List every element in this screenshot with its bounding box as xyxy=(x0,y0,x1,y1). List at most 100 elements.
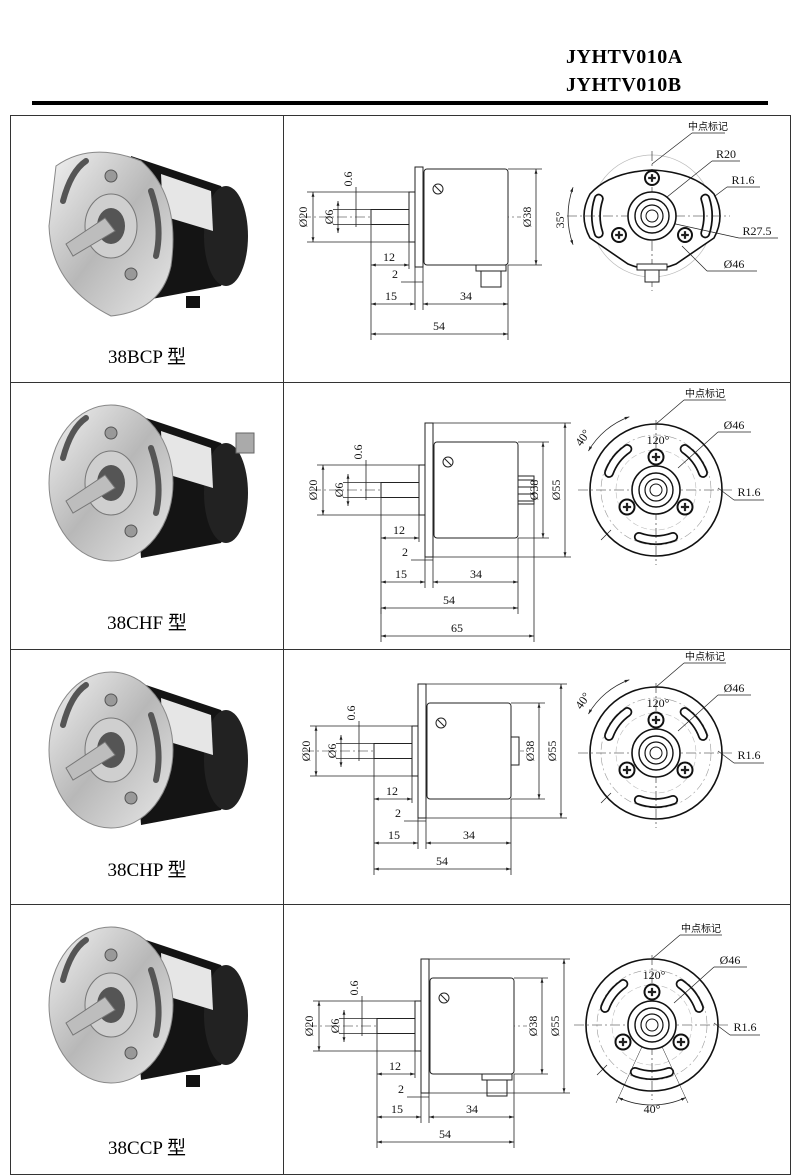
dimension-label: Ø55 xyxy=(549,480,563,501)
dimension-label: Ø46 xyxy=(724,418,745,432)
dimension-label: 2 xyxy=(392,267,398,281)
dimension-label: Ø20 xyxy=(302,1016,316,1037)
product-photo-cell: 38CHP 型 xyxy=(10,649,284,905)
leader-line xyxy=(651,934,681,960)
connector-pins xyxy=(486,1079,508,1097)
label-sticker xyxy=(161,174,213,231)
dimension-label: 120° xyxy=(643,968,666,982)
dimension-label: 34 xyxy=(466,1102,478,1116)
dimension-label: 12 xyxy=(393,523,405,537)
leader-line xyxy=(600,529,612,541)
dimension-label: 2 xyxy=(402,545,408,559)
shaft-end xyxy=(645,209,659,223)
connector xyxy=(186,1075,200,1087)
angle-arc xyxy=(618,1097,686,1106)
connector xyxy=(475,264,507,272)
body-end xyxy=(204,443,248,543)
dimension-label: Ø6 xyxy=(325,744,339,759)
flange xyxy=(420,958,430,1094)
label-sticker xyxy=(161,431,213,488)
body-end xyxy=(204,710,248,810)
encoder-photo xyxy=(48,404,255,562)
body-end xyxy=(204,186,248,286)
encoder-body xyxy=(433,441,519,539)
product-photo-cell: 38BCP 型 xyxy=(10,115,284,383)
connector-pins xyxy=(644,269,660,283)
cable-gland xyxy=(517,475,535,505)
screw-icon xyxy=(124,524,138,538)
dimension-label: 0.6 xyxy=(344,706,358,721)
screw-slot xyxy=(444,458,452,466)
encoder-body xyxy=(426,702,512,800)
screw-icon xyxy=(104,948,118,962)
dimension-label: Ø38 xyxy=(520,207,534,228)
dimension-label: Ø46 xyxy=(720,953,741,967)
product-photo-cell: 38CHF 型 xyxy=(10,382,284,650)
connector xyxy=(510,736,520,766)
mounting-slot xyxy=(60,682,89,728)
dimension-label: 0.6 xyxy=(347,981,361,996)
shaft xyxy=(370,209,410,225)
dimension-label: R1.6 xyxy=(737,748,760,762)
dimension-label: 120° xyxy=(647,433,670,447)
encoder-photo xyxy=(48,151,248,317)
dimension-label: 65 xyxy=(451,621,463,635)
screw-slot xyxy=(440,994,448,1002)
header-rule xyxy=(32,101,768,105)
dimension-label: 15 xyxy=(391,1102,403,1116)
screw-icon xyxy=(104,693,118,707)
dimension-label: 40° xyxy=(572,690,593,712)
leader-line xyxy=(600,792,612,804)
dimension-label: 34 xyxy=(470,567,482,581)
dimension-label: 12 xyxy=(386,784,398,798)
shaft-end xyxy=(649,746,663,760)
leader-line xyxy=(717,750,735,764)
body-end xyxy=(204,965,248,1065)
connector xyxy=(636,263,668,271)
mounting-slot-inner xyxy=(601,980,627,1012)
leader-line xyxy=(681,245,708,272)
screw-icon xyxy=(124,1046,138,1060)
screw-slot xyxy=(437,719,445,727)
product-name: 38CHP 型 xyxy=(107,860,187,881)
mounting-slot-inner xyxy=(592,195,602,237)
flange xyxy=(417,683,427,819)
product-name: 38CCP 型 xyxy=(108,1138,186,1159)
dimension-label: 2 xyxy=(395,806,401,820)
dimension-label: Ø6 xyxy=(332,483,346,498)
mounting-slot xyxy=(60,937,89,983)
dimension-label: 54 xyxy=(443,593,455,607)
connector-pins xyxy=(480,270,502,288)
mounting-slot-inner xyxy=(681,445,707,477)
dimension-label: 15 xyxy=(385,289,397,303)
dimension-label: 34 xyxy=(463,828,475,842)
dimension-label: 15 xyxy=(388,828,400,842)
shaft xyxy=(65,741,116,781)
screw-icon xyxy=(104,169,118,183)
dimension-label: 2 xyxy=(398,1082,404,1096)
dimension-label: 中点标记 xyxy=(685,387,725,400)
dimension-label: 40° xyxy=(644,1102,661,1116)
mounting-slot xyxy=(148,712,162,783)
label-sticker xyxy=(161,953,213,1010)
mounting-slot-inner xyxy=(635,796,677,807)
mounting-slot-inner xyxy=(677,980,703,1012)
mounting-slot xyxy=(148,188,162,259)
dimension-label: Ø38 xyxy=(523,741,537,762)
encoder-product-photo xyxy=(48,151,248,317)
shaft xyxy=(65,217,116,257)
leader-line xyxy=(677,431,719,469)
